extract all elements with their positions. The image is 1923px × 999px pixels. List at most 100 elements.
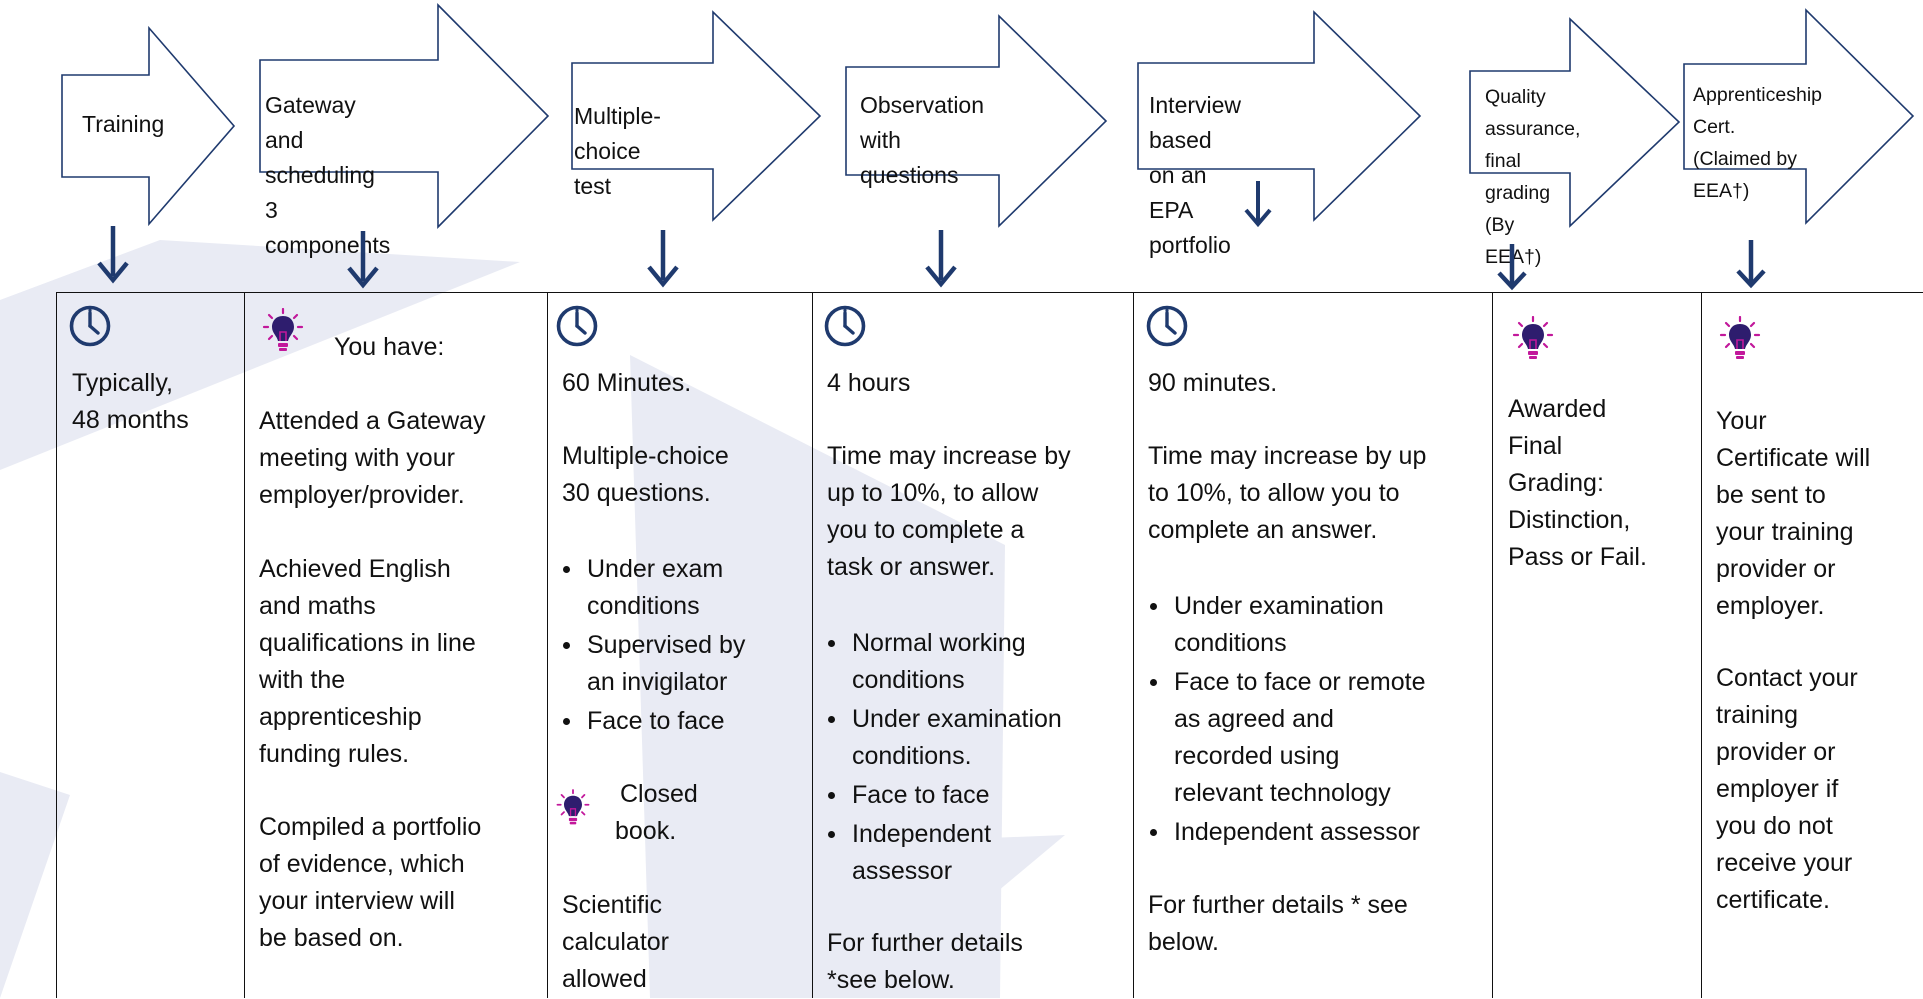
certificate-text-line: training [1716, 701, 1798, 729]
stage-label-line: Quality assurance, [1485, 86, 1581, 140]
certificate-text-line: your training [1716, 518, 1854, 546]
quality-text-line: Distinction, [1508, 506, 1631, 534]
down-arrow-icon [1244, 181, 1272, 228]
watermark-shape-left-bottom [0, 772, 70, 998]
down-arrow-icon [647, 230, 679, 288]
mcq-desc-line: Multiple-choice [562, 442, 729, 470]
certificate-text-line: Contact your [1716, 664, 1858, 692]
stage-label: Multiple-choice test [574, 103, 661, 199]
gateway-text-line: employer/provider. [259, 481, 465, 509]
observation-further-line: For further details [827, 929, 1023, 957]
mcq-tip-line: Closed [620, 780, 698, 808]
stage-label-line: 3 components [265, 197, 391, 258]
stage-details-table [56, 292, 1923, 998]
watermark-shape-left-top [0, 240, 520, 470]
mcq-calc-line: Scientific [562, 891, 663, 919]
gateway-text-line: with the [259, 666, 346, 694]
mcq-tip-line: book. [615, 817, 677, 845]
stage-label-line: questions [860, 162, 959, 188]
column-divider [812, 292, 813, 998]
watermark-shape-center [630, 355, 1005, 998]
down-arrow-icon [347, 231, 379, 289]
gateway-text-line: and maths [259, 592, 376, 620]
stage-label-line: Interview based on an [1149, 92, 1242, 188]
quality-text-line: Final [1508, 432, 1563, 460]
quality-text-line: Pass or Fail. [1508, 543, 1647, 571]
gateway-text-line: Compiled a portfolio [259, 813, 482, 841]
stage-label-line: EPA portfolio [1149, 197, 1231, 258]
observation-desc-line: up to 10%, to allow [827, 479, 1039, 507]
down-arrow-icon [1497, 244, 1527, 291]
column-divider [244, 292, 245, 998]
column-divider [1701, 292, 1702, 998]
interview-duration: 90 minutes. [1148, 369, 1278, 397]
training-duration-line: 48 months [72, 406, 189, 434]
certificate-text-line: employer. [1716, 592, 1825, 620]
mcq-calc-line: calculator [562, 928, 669, 956]
observation-desc-line: task or answer. [827, 553, 996, 581]
gateway-text-line: apprenticeship [259, 703, 422, 731]
column-divider [1492, 292, 1493, 998]
stage-label-line: Observation with [860, 92, 985, 153]
certificate-text-line: provider or [1716, 555, 1836, 583]
watermark-shape-bottom [690, 835, 1065, 998]
quality-text-line: Awarded [1508, 395, 1607, 423]
interview-desc-line: to 10%, to allow you to [1148, 479, 1400, 507]
column-divider [56, 292, 57, 998]
gateway-text-line: of evidence, which [259, 850, 465, 878]
list-item: Independent assessor [1148, 814, 1488, 851]
certificate-text-line: you do not [1716, 812, 1833, 840]
certificate-text-line: be sent to [1716, 481, 1826, 509]
interview-further-line: For further details * see [1148, 891, 1408, 919]
observation-further-line: *see below. [827, 966, 955, 994]
mcq-duration: 60 Minutes. [562, 369, 692, 397]
gateway-text-line: be based on. [259, 924, 404, 952]
stage-label-line: Gateway and scheduling [265, 92, 375, 188]
certificate-text-line: provider or [1716, 738, 1836, 766]
mcq-desc-line: 30 questions. [562, 479, 711, 507]
stage-label-line: (Claimed by EEA†) [1693, 148, 1798, 202]
gateway-intro: You have: [334, 333, 445, 361]
training-duration-line: Typically, [72, 369, 173, 397]
observation-desc-line: you to complete a [827, 516, 1025, 544]
gateway-text-line: funding rules. [259, 740, 410, 768]
observation-duration: 4 hours [827, 369, 911, 397]
certificate-text-line: certificate. [1716, 886, 1830, 914]
gateway-text-line: qualifications in line [259, 629, 476, 657]
column-divider [547, 292, 548, 998]
certificate-text-line: employer if [1716, 775, 1839, 803]
stage-label-line: final grading (By [1485, 150, 1551, 236]
interview-further-line: below. [1148, 928, 1219, 956]
interview-desc-line: Time may increase by up [1148, 442, 1427, 470]
gateway-text-line: your interview will [259, 887, 455, 915]
list-item: Face to face [826, 777, 1126, 814]
down-arrow-icon [97, 226, 129, 284]
interview-desc-line: complete an answer. [1148, 516, 1378, 544]
observation-desc-line: Time may increase by [827, 442, 1071, 470]
gateway-text-line: Attended a Gateway [259, 407, 486, 435]
down-arrow-icon [1736, 240, 1766, 289]
down-arrow-icon [925, 230, 957, 288]
stage-label: Training [82, 111, 165, 137]
gateway-text-line: Achieved English [259, 555, 451, 583]
certificate-text-line: Certificate will [1716, 444, 1871, 472]
table-top-border [56, 292, 1923, 293]
quality-text-line: Grading: [1508, 469, 1604, 497]
mcq-calc-line: allowed [562, 965, 647, 993]
list-item: Face to face [561, 703, 791, 740]
certificate-text-line: receive your [1716, 849, 1853, 877]
certificate-text-line: Your [1716, 407, 1767, 435]
stage-label-line: Apprenticeship Cert. [1693, 84, 1822, 138]
gateway-text-line: meeting with your [259, 444, 455, 472]
